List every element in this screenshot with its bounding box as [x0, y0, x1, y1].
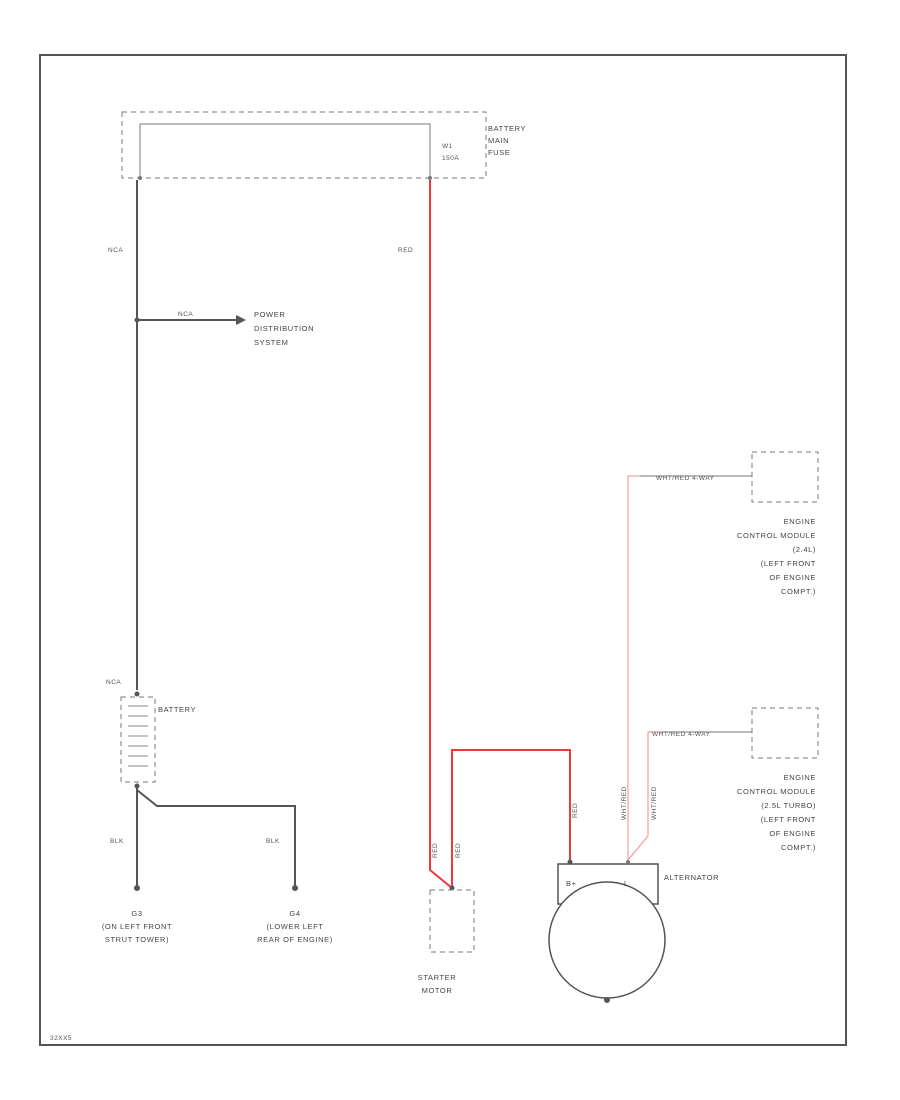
wire-alt-to-ecm-bottom	[627, 731, 660, 861]
alt-wire-a-label: WHT/RED	[621, 786, 628, 820]
battery-positive-terminal	[134, 691, 140, 697]
diagram-border	[39, 54, 847, 1046]
alt-l-label: L	[624, 879, 629, 888]
alt-wire-b-label: WHT/RED	[651, 786, 658, 820]
starter-terminal	[449, 885, 455, 891]
battery-label: BATTERY	[158, 705, 196, 714]
ground-g4-line-3: REAR OF ENGINE)	[257, 935, 333, 944]
fuse-terminal-left	[138, 176, 142, 180]
fuse-id-line-1: W1	[442, 143, 453, 150]
alternator-ground-point	[604, 997, 610, 1003]
alternator-label: ALTERNATOR	[664, 873, 719, 882]
ecm-bottom-line-4: (LEFT FRONT	[761, 815, 816, 824]
starter-line-1: STARTER	[418, 973, 457, 982]
fuse-busbar	[139, 123, 431, 178]
fuse-name-line-3: FUSE	[488, 148, 510, 157]
ecm-top-line-1: ENGINE	[784, 517, 816, 526]
wire-left-top-label: NCA	[108, 247, 123, 254]
blk-right-label: BLK	[266, 838, 280, 845]
power-dist-line-2: DISTRIBUTION	[254, 324, 314, 333]
battery-main-fuse-box	[121, 111, 487, 179]
wire-red-top-label: RED	[398, 247, 413, 254]
power-dist-line-3: SYSTEM	[254, 338, 288, 347]
starter-motor-symbol	[429, 889, 475, 953]
ground-g3-point	[134, 885, 140, 891]
alt-b-plus-label: B+	[566, 879, 577, 888]
fuse-name-line-1: BATTERY	[488, 124, 526, 133]
power-wire-label: NCA	[178, 311, 193, 318]
starter-red-b-label: RED	[455, 843, 462, 858]
ecm-bottom-line-5: OF ENGINE	[769, 829, 816, 838]
wire-ground-g4	[136, 789, 296, 886]
arrow-power-distribution	[236, 315, 246, 325]
fuse-name-line-2: MAIN	[488, 136, 509, 145]
battery-wire-label: NCA	[106, 679, 121, 686]
ground-g3-line-1: G3	[131, 909, 142, 918]
ecm-bottom-line-1: ENGINE	[784, 773, 816, 782]
fuse-id-line-2: 150A	[442, 155, 459, 162]
ecm-top-line-2: CONTROL MODULE	[737, 531, 816, 540]
ecm-top-connector	[751, 451, 819, 503]
battery-cells	[128, 705, 148, 767]
ecm-bottom-wire-label: WHT/RED 4-WAY	[652, 731, 711, 738]
wire-red-fuse-to-starter	[429, 180, 453, 889]
ecm-bottom-connector	[751, 707, 819, 759]
ecm-top-wire-label: WHT/RED 4-WAY	[656, 475, 715, 482]
ecm-bottom-line-2: CONTROL MODULE	[737, 787, 816, 796]
ecm-top-line-4: (LEFT FRONT	[761, 559, 816, 568]
ground-g4-line-2: (LOWER LEFT	[266, 922, 323, 931]
starter-line-2: MOTOR	[422, 986, 453, 995]
ground-g3-line-2: (ON LEFT FRONT	[102, 922, 172, 931]
alt-red-label: RED	[572, 803, 579, 818]
alternator-l-terminal	[626, 860, 630, 864]
blk-left-label: BLK	[110, 838, 124, 845]
starter-red-a-label: RED	[432, 843, 439, 858]
battery-symbol	[120, 696, 156, 783]
fuse-terminal-right	[428, 176, 432, 180]
ecm-bottom-line-6: COMPT.)	[781, 843, 816, 852]
ecm-bottom-line-3: (2.5L TURBO)	[761, 801, 816, 810]
ecm-top-line-3: (2.4L)	[793, 545, 816, 554]
power-dist-line-1: POWER	[254, 310, 285, 319]
ground-g4-line-1: G4	[289, 909, 300, 918]
ground-g3-line-3: STRUT TOWER)	[105, 935, 169, 944]
diagram-id: 32XX5	[50, 1035, 72, 1042]
wire-alt-to-ecm-top	[627, 475, 640, 860]
ecm-top-line-6: COMPT.)	[781, 587, 816, 596]
ecm-top-line-5: OF ENGINE	[769, 573, 816, 582]
wire-red-starter-to-alternator	[451, 749, 571, 886]
alternator-symbol	[548, 881, 666, 999]
ground-g4-point	[292, 885, 298, 891]
